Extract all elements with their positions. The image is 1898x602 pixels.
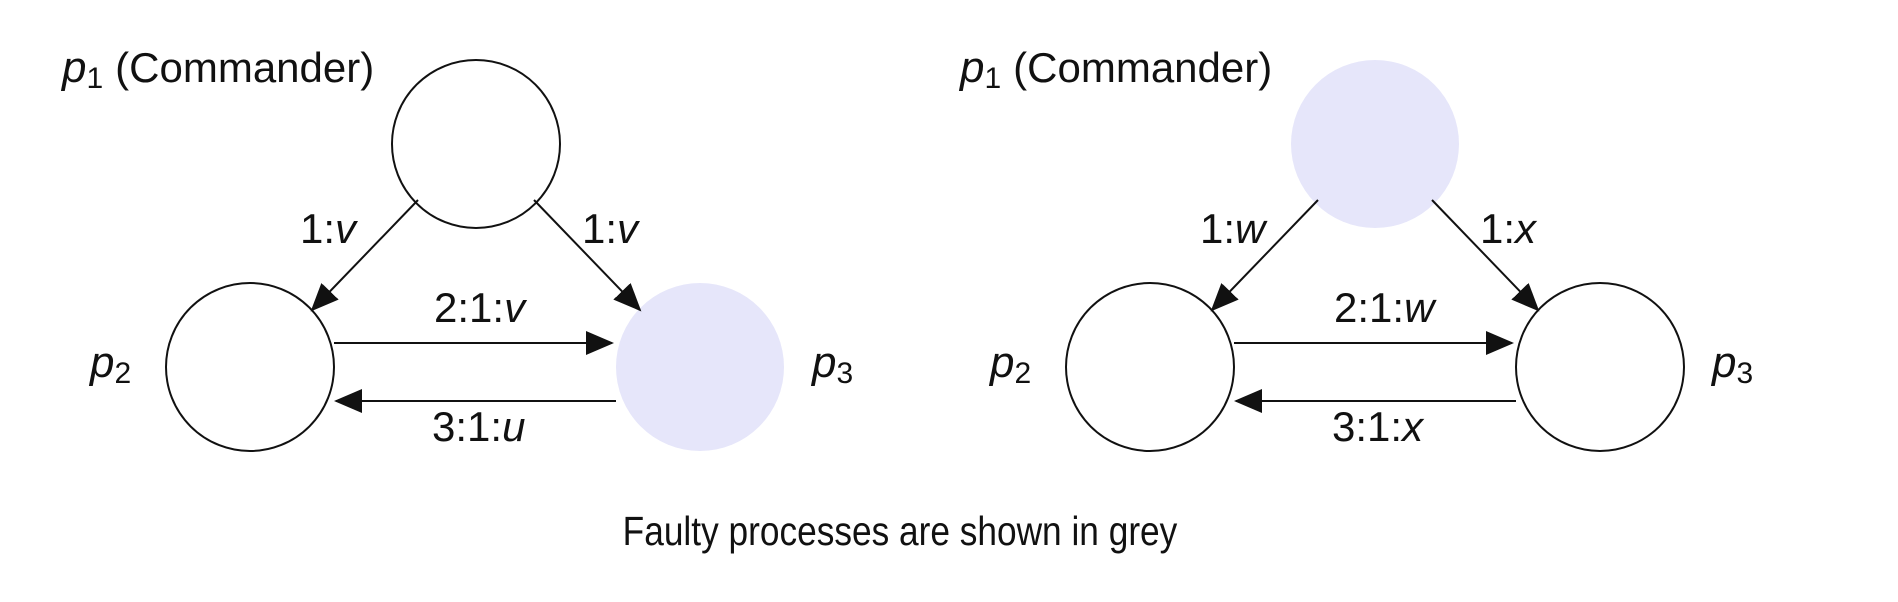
edge-label-p3-p2: 3:1:u xyxy=(432,403,525,450)
panel-right: p1(Commander) p2 p3 1:w 1:x 2:1:w 3:1:x xyxy=(958,43,1753,452)
edge-label-p1-p2: 1:w xyxy=(1200,205,1268,252)
process-node-p3 xyxy=(1515,282,1685,452)
edge-p1-to-p2 xyxy=(1210,199,1319,312)
edge-label-p3-p2: 3:1:x xyxy=(1332,403,1425,450)
p2-label: p2 xyxy=(988,338,1031,390)
edge-label-p2-p3: 2:1:w xyxy=(1334,284,1437,331)
edge-label-p1-p3: 1:x xyxy=(1480,205,1538,252)
edge-label-p1-p2: 1:v xyxy=(300,205,359,252)
edge-p1-to-p2 xyxy=(310,199,419,312)
commander-label: p1(Commander) xyxy=(958,43,1272,95)
edge-label-p2-p3: 2:1:v xyxy=(434,284,528,331)
p3-label: p3 xyxy=(810,338,853,390)
process-node-p3-faulty xyxy=(616,283,784,451)
diagram-caption: Faulty processes are shown in grey xyxy=(622,508,1178,554)
process-node-p2 xyxy=(1065,282,1235,452)
edge-p1-to-p3 xyxy=(533,199,642,312)
process-node-p1-faulty xyxy=(1291,60,1459,228)
p2-label: p2 xyxy=(88,338,131,390)
commander-label: p1(Commander) xyxy=(60,43,374,95)
edge-p1-to-p3 xyxy=(1431,199,1540,312)
edge-label-p1-p3: 1:v xyxy=(582,205,641,252)
panel-left: p1(Commander) p2 p3 1:v 1:v 2:1:v 3:1:u xyxy=(60,43,853,452)
p3-label: p3 xyxy=(1710,338,1753,390)
process-node-p1 xyxy=(391,59,561,229)
process-node-p2 xyxy=(165,282,335,452)
